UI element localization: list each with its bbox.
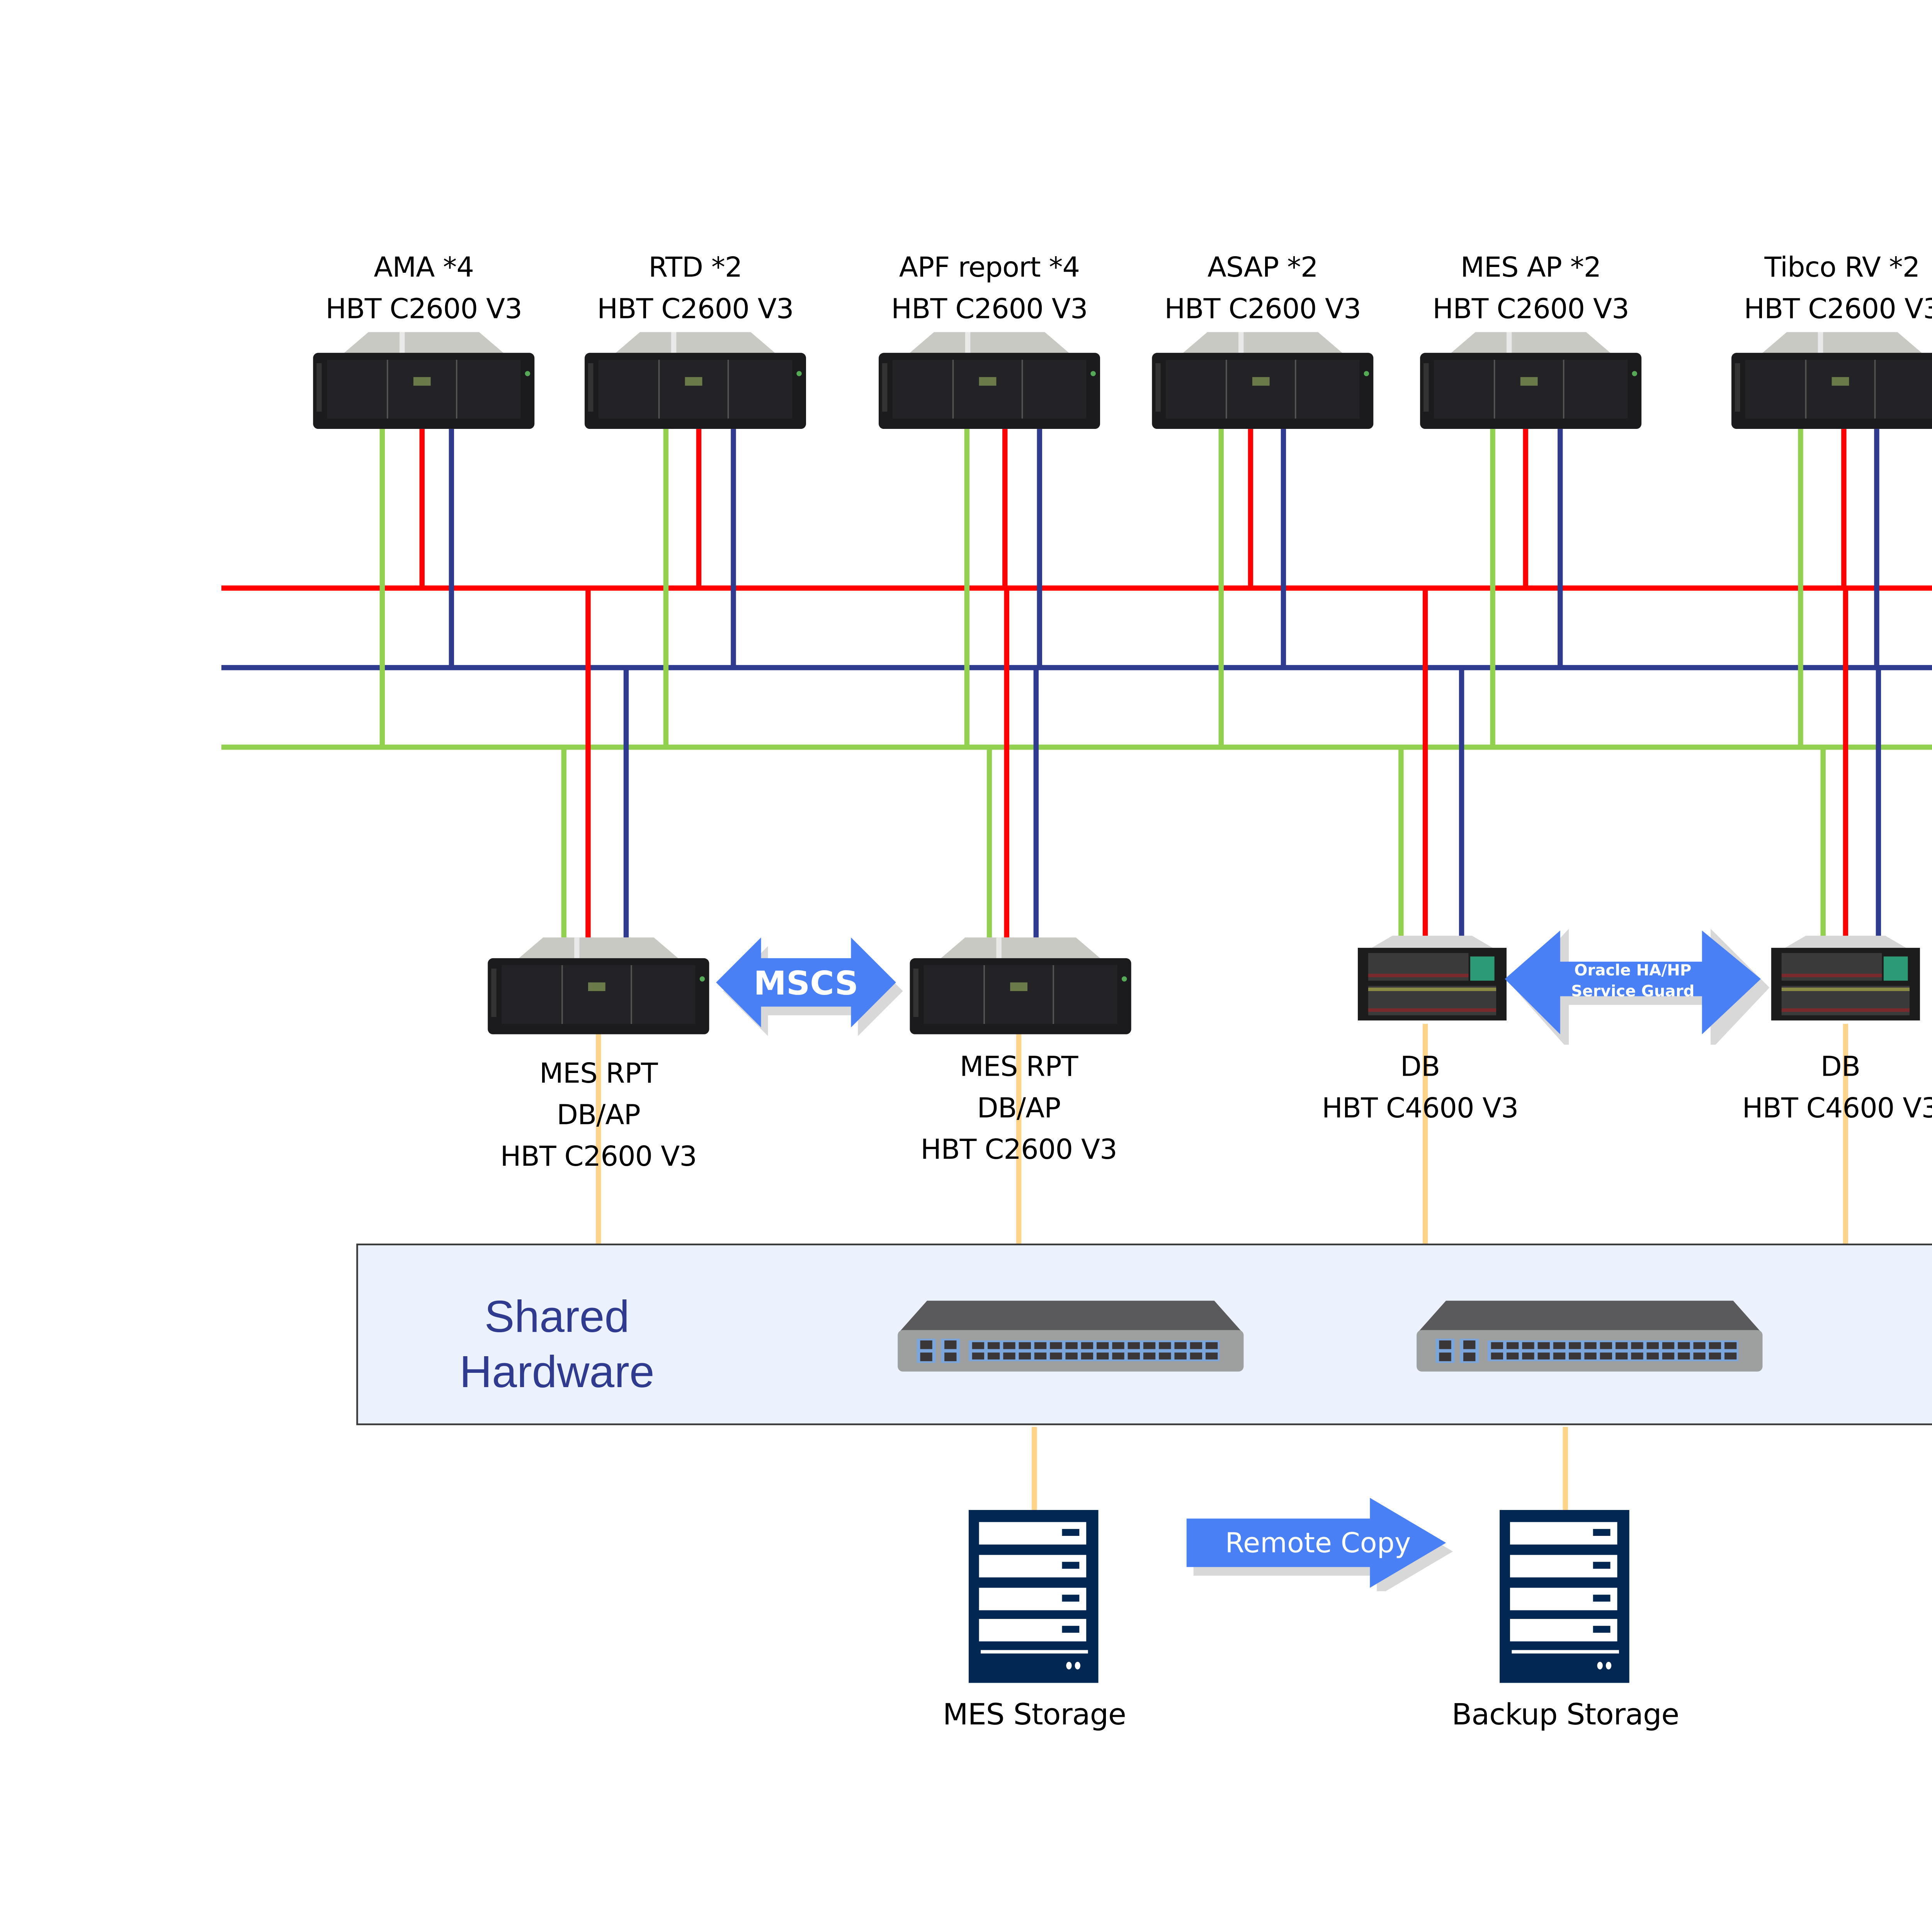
oracle-ha-label-line2: Service Guard <box>1571 984 1695 1002</box>
hardware-label: Hardware <box>459 1345 655 1398</box>
server-model: HBT C4600 V3 <box>1321 1091 1519 1124</box>
mscs-double-arrow-icon <box>716 937 903 1036</box>
mes-storage-label: MES Storage <box>942 1698 1126 1733</box>
server-role: MES AP *2 <box>1460 251 1601 284</box>
tower-server-icon <box>1417 329 1645 429</box>
server-role-2: DB/AP <box>977 1091 1061 1124</box>
server-role-2: DB/AP <box>556 1098 641 1131</box>
server-model: HBT C4600 V3 <box>1742 1091 1932 1124</box>
server-model: HBT C2600 V3 <box>1164 292 1361 325</box>
oracle-ha-label-line1: Oracle HA/HP <box>1574 963 1692 981</box>
top-server-label: AMA *4 HBT C2600 V3 <box>326 247 522 330</box>
server-label-mes-rpt-2: MES RPT DB/AP HBT C2600 V3 <box>920 1046 1117 1171</box>
server-role: Tibco RV *2 <box>1764 251 1920 284</box>
server-model: HBT C2600 V3 <box>1432 292 1629 325</box>
tower-server-icon <box>1728 329 1932 429</box>
server-model: HBT C2600 V3 <box>597 292 794 325</box>
server-label-db-2: DB HBT C4600 V3 <box>1742 1046 1932 1129</box>
backup-storage-icon <box>1500 1510 1629 1683</box>
san-switch-icon <box>896 1301 1245 1373</box>
server-role: ASAP *2 <box>1207 251 1318 284</box>
tower-server-icon <box>484 934 713 1034</box>
server-model: HBT C2600 V3 <box>891 292 1088 325</box>
server-role: MES RPT <box>539 1057 658 1090</box>
oracle-ha-label: Oracle HA/HP Service Guard <box>1571 962 1694 1003</box>
shared-label: Shared <box>484 1290 630 1342</box>
tower-server-icon <box>1148 329 1377 429</box>
server-role: RTD *2 <box>648 251 742 284</box>
server-model: HBT C2600 V3 <box>500 1139 697 1173</box>
storage-server-icon <box>1354 934 1510 1024</box>
server-role: DB <box>1400 1050 1440 1083</box>
remote-copy-arrow-icon <box>1186 1498 1453 1592</box>
server-role: APF report *4 <box>899 251 1080 284</box>
server-label-mes-rpt-1: MES RPT DB/AP HBT C2600 V3 <box>500 1053 697 1178</box>
oracle-ha-double-arrow-icon <box>1505 928 1770 1045</box>
server-role: MES RPT <box>959 1050 1078 1083</box>
top-server-label: MES AP *2 HBT C2600 V3 <box>1432 247 1629 330</box>
server-label-db-1: DB HBT C4600 V3 <box>1321 1046 1519 1129</box>
storage-server-icon <box>1768 934 1923 1024</box>
top-server-label: APF report *4 HBT C2600 V3 <box>891 247 1088 330</box>
top-server-label: ASAP *2 HBT C2600 V3 <box>1165 247 1361 330</box>
tower-server-icon <box>875 329 1104 429</box>
server-model: HBT C2600 V3 <box>325 292 522 325</box>
san-switch-icon <box>1415 1301 1764 1373</box>
server-model: HBT C2600 V3 <box>920 1133 1117 1166</box>
tower-server-icon <box>581 329 810 429</box>
tower-server-icon <box>906 934 1135 1034</box>
top-server-label: RTD *2 HBT C2600 V3 <box>597 247 794 330</box>
server-model: HBT C2600 V3 <box>1744 292 1932 325</box>
backup-storage-label: Backup Storage <box>1451 1698 1679 1733</box>
server-role: DB <box>1820 1050 1861 1083</box>
tower-server-icon <box>310 329 538 429</box>
server-role: AMA *4 <box>374 251 474 284</box>
top-server-label: Tibco RV *2 HBT C2600 V3 <box>1744 247 1932 330</box>
mes-storage-icon <box>969 1510 1099 1683</box>
remote-copy-label: Remote Copy <box>1225 1526 1411 1559</box>
mscs-label: MSCS <box>753 965 859 1003</box>
shared-hardware-label: Shared Hardware <box>459 1289 655 1399</box>
